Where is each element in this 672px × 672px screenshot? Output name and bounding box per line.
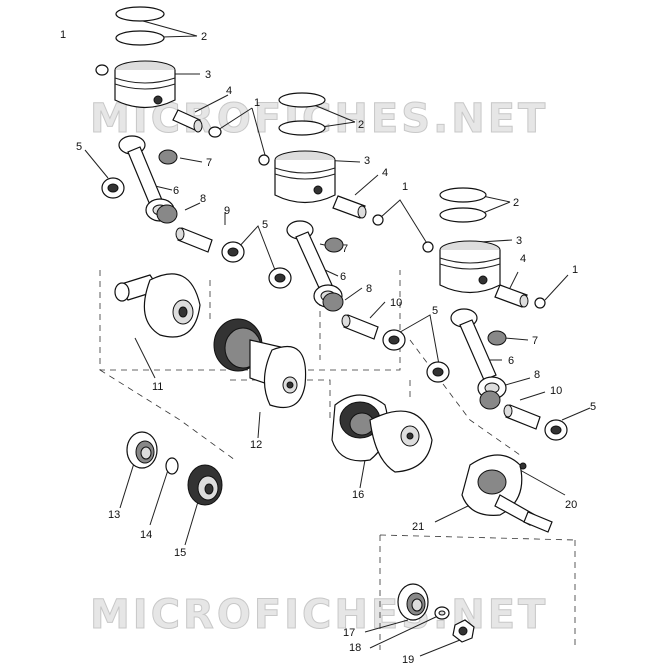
piston-ring-set-center — [278, 92, 326, 136]
callout-7-center: 7 — [342, 243, 348, 255]
thrust-washer-left — [101, 177, 125, 199]
nut-19 — [452, 619, 475, 643]
crankpin-right — [503, 404, 541, 430]
thrust-washer-left-b — [221, 241, 245, 263]
crankpin-center — [341, 314, 379, 340]
thrust-washer-right — [426, 361, 450, 383]
callout-4-right: 4 — [520, 253, 526, 265]
callout-labels: 1 2 3 4 1 5 7 6 8 9 2 3 4 1 5 7 6 8 10 2… — [60, 29, 596, 666]
callout-2-center: 2 — [358, 119, 364, 131]
callout-10-center: 10 — [390, 297, 402, 309]
callout-1-right: 1 — [572, 264, 578, 276]
snap-ring-14 — [165, 457, 179, 475]
needle-bearing-large-center — [322, 292, 344, 312]
circlip-right-b — [534, 297, 546, 309]
crank-center-section-16 — [331, 394, 433, 473]
needle-bearing-large-left — [156, 204, 178, 224]
callout-20: 20 — [565, 499, 577, 511]
piston-center — [274, 150, 336, 204]
piston-pin-right — [494, 284, 529, 308]
seal-15 — [187, 464, 223, 506]
callout-17: 17 — [343, 627, 355, 639]
ball-bearing-13 — [126, 431, 158, 469]
circlip-center-a — [258, 154, 270, 166]
callout-9: 9 — [224, 205, 230, 217]
callout-7-left: 7 — [206, 157, 212, 169]
callout-7-right: 7 — [532, 335, 538, 347]
callout-19: 19 — [402, 654, 414, 666]
callout-8-center: 8 — [366, 283, 372, 295]
callout-5-far-right: 5 — [590, 401, 596, 413]
crank-end-section-21 — [461, 454, 553, 533]
piston-ring-set-left — [115, 6, 165, 46]
callout-21: 21 — [412, 521, 424, 533]
circlip-right-a — [422, 241, 434, 253]
thrust-washer-center — [268, 267, 292, 289]
callout-5-left: 5 — [76, 141, 82, 153]
ball-bearing-17 — [397, 583, 429, 621]
callout-8-right: 8 — [534, 369, 540, 381]
callout-6-left: 6 — [173, 185, 179, 197]
callout-11: 11 — [152, 381, 163, 393]
piston-right — [439, 240, 501, 294]
needle-bearing-small-right — [487, 330, 507, 346]
callout-5-center: 5 — [262, 219, 268, 231]
callout-15: 15 — [174, 547, 186, 559]
washer-18 — [434, 606, 450, 620]
callout-2-left: 2 — [201, 31, 207, 43]
piston-pin-left — [172, 109, 203, 133]
callout-1-left: 1 — [254, 97, 260, 109]
circlip-left-a — [95, 64, 109, 76]
callout-1-top-left: 1 — [60, 29, 66, 41]
callout-6-center: 6 — [340, 271, 346, 283]
crank-end-section-11 — [114, 273, 201, 338]
callout-16: 16 — [352, 489, 364, 501]
watermark-bottom: MICROFICHES.NET — [90, 592, 548, 638]
callout-13: 13 — [108, 509, 120, 521]
callout-14: 14 — [140, 529, 152, 541]
needle-bearing-large-right — [479, 390, 501, 410]
callout-2-right: 2 — [513, 197, 519, 209]
connecting-rod-center — [286, 220, 343, 308]
callout-3-left: 3 — [205, 69, 211, 81]
crankpin-left — [175, 227, 213, 253]
key-20 — [519, 462, 527, 470]
connecting-rod-right — [450, 308, 507, 400]
callout-1-center: 1 — [402, 181, 408, 193]
crank-center-section-12 — [213, 318, 307, 409]
callout-5-right: 5 — [432, 305, 438, 317]
piston-ring-set-right — [439, 187, 487, 223]
callout-4-left: 4 — [226, 85, 232, 97]
needle-bearing-small-left — [158, 149, 178, 165]
callout-3-right: 3 — [516, 235, 522, 247]
thrust-washer-right-b — [544, 419, 568, 441]
needle-bearing-small-center — [324, 237, 344, 253]
callout-12: 12 — [250, 439, 262, 451]
piston-pin-center — [332, 195, 367, 219]
circlip-left-b — [208, 126, 222, 138]
piston-left — [114, 60, 176, 109]
thrust-washer-center-b — [382, 329, 406, 351]
callout-3-center: 3 — [364, 155, 370, 167]
callout-6-right: 6 — [508, 355, 514, 367]
callout-10-right: 10 — [550, 385, 562, 397]
circlip-center-b — [372, 214, 384, 226]
callout-18: 18 — [349, 642, 361, 654]
callout-4-center: 4 — [382, 167, 388, 179]
callout-8-left: 8 — [200, 193, 206, 205]
